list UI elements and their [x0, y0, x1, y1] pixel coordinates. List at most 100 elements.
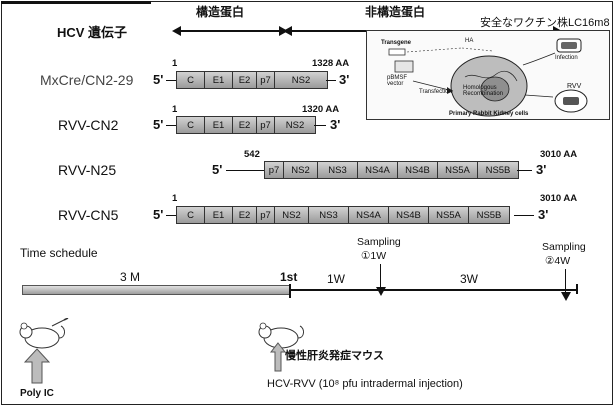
three-prime-end: 3' [339, 72, 349, 87]
sampling-1-label: Sampling [357, 236, 401, 248]
injection-label: HCV-RVV (10⁸ pfu intradermal injection) [267, 378, 463, 390]
sampling-2-time: ②4W [545, 255, 570, 267]
inset-ha-label: HA [465, 38, 473, 44]
induction-period-bar [22, 285, 290, 295]
structural-range-arrow [176, 30, 283, 32]
period-1w-label: 1W [327, 272, 345, 286]
five-prime-end: 5' [153, 207, 163, 222]
end-aa-label: 3010 AA [540, 193, 577, 204]
chronic-hepatitis-mouse-label: 慢性肝炎発症マウス [285, 347, 384, 363]
gene-segment: NS4A [358, 162, 398, 178]
start-aa-label: 1 [172, 193, 177, 204]
gene-segment: NS2 [284, 162, 318, 178]
period-3m-label: 3 M [120, 270, 140, 284]
gene-trailer-line [517, 170, 532, 171]
gene-segment: E2 [233, 72, 257, 88]
timeline-axis [290, 289, 578, 291]
gene-segment: C [177, 117, 205, 133]
release-arrow [525, 95, 553, 97]
sampling-1-arrow [380, 264, 381, 288]
gene-segment: p7 [257, 72, 275, 88]
construct-name-rvv-n25: RVV-N25 [58, 162, 116, 178]
sampling-1-arrow-tip [376, 287, 386, 296]
up-arrow-icon [270, 342, 286, 372]
infection-arrow [523, 53, 555, 65]
inset-vector-label: pBMSF vector [387, 75, 417, 87]
start-aa-label: 1 [172, 58, 177, 69]
gene-map-rvv-n25: p7 NS2 NS3 NS4A NS4B NS5A NS5B [264, 161, 519, 179]
gene-map-mxcre: C E1 E2 p7 NS2 [176, 71, 328, 89]
inset-recombination-label: Homologous Recombination [463, 85, 497, 97]
period-3w-label: 3W [460, 272, 478, 286]
five-prime-end: 5' [212, 162, 222, 177]
gene-trailer-line [326, 80, 336, 81]
gene-leader-line [226, 170, 264, 171]
gene-segment: p7 [265, 162, 284, 178]
start-aa-label: 1 [172, 104, 177, 115]
gene-segment: E1 [205, 207, 233, 223]
gene-segment: NS4A [349, 207, 389, 223]
mouse-icon [14, 318, 70, 352]
gene-segment: NS2 [275, 117, 315, 133]
gene-leader-line [166, 215, 176, 216]
up-arrow-icon [24, 348, 50, 384]
sampling-2-label: Sampling [542, 241, 586, 253]
rvv-core-icon [563, 97, 579, 105]
end-aa-label: 1320 AA [302, 104, 339, 115]
gene-segment: NS5B [469, 207, 509, 223]
end-tick [576, 284, 578, 294]
transgene-dashed-line [407, 48, 462, 52]
construct-name-mxcre: MxCre/CN2-29 [40, 72, 133, 88]
first-tick [289, 284, 291, 298]
gene-segment: p7 [257, 207, 275, 223]
top-rule [1, 1, 151, 4]
nonstructural-arrow-left-tip [283, 26, 292, 36]
gene-segment: NS5A [438, 162, 478, 178]
poly-ic-label: Poly IC [20, 388, 54, 399]
vaccinia-core-icon [561, 42, 577, 49]
ha-dashed-line [462, 48, 493, 51]
five-prime-end: 5' [153, 117, 163, 132]
sampling-2-arrow-tip [561, 292, 571, 301]
gene-segment: NS2 [275, 207, 309, 223]
gene-segment: NS4B [398, 162, 438, 178]
inset-transfection-label: Transfection [419, 89, 452, 95]
time-schedule-title: Time schedule [20, 246, 98, 260]
inset-transgene-label: Transgene [381, 40, 411, 46]
gene-segment: E1 [205, 117, 233, 133]
gene-segment: p7 [257, 117, 275, 133]
sampling-1-time: ①1W [361, 250, 386, 262]
inset-cells-label: Primary Rabbit Kidney cells [449, 111, 528, 117]
gene-leader-line [166, 125, 176, 126]
gene-segment: E2 [233, 207, 257, 223]
three-prime-end: 3' [538, 207, 548, 222]
construct-name-rvv-cn2: RVV-CN2 [58, 117, 118, 133]
gene-trailer-line [514, 215, 534, 216]
end-aa-label: 1328 AA [312, 58, 349, 69]
start-aa-label: 542 [244, 149, 260, 160]
vector-plasmid-icon [395, 61, 413, 72]
gene-segment: NS5B [478, 162, 518, 178]
three-prime-end: 3' [536, 162, 546, 177]
transgene-cassette [389, 49, 405, 55]
gene-leader-line [166, 80, 176, 81]
vaccine-strain-label: 安全なワクチン株LC16m8 [480, 14, 610, 30]
gene-map-rvv-cn5: C E1 E2 p7 NS2 NS3 NS4A NS4B NS5A NS5B [176, 206, 510, 224]
inset-infection-label: Infection [555, 55, 578, 61]
rvv-construction-inset: Transgene HA Infection pBMSF vector Tran… [366, 30, 610, 120]
construct-name-rvv-cn5: RVV-CN5 [58, 207, 118, 223]
five-prime-end: 5' [153, 72, 163, 87]
gene-map-rvv-cn2: C E1 E2 p7 NS2 [176, 116, 316, 134]
gene-trailer-line [314, 125, 326, 126]
structural-arrow-left-tip [172, 26, 181, 36]
gene-segment: E2 [233, 117, 257, 133]
nonstructural-protein-label: 非構造蛋白 [365, 3, 425, 20]
hcv-gene-title: HCV 遺伝子 [57, 22, 127, 41]
structural-protein-label: 構造蛋白 [196, 3, 244, 20]
inset-rvv-label: RVV [567, 83, 581, 90]
first-injection-label: 1st [280, 270, 297, 284]
gene-segment: NS3 [309, 207, 349, 223]
three-prime-end: 3' [330, 117, 340, 132]
gene-segment: NS2 [275, 72, 327, 88]
gene-segment: C [177, 207, 205, 223]
